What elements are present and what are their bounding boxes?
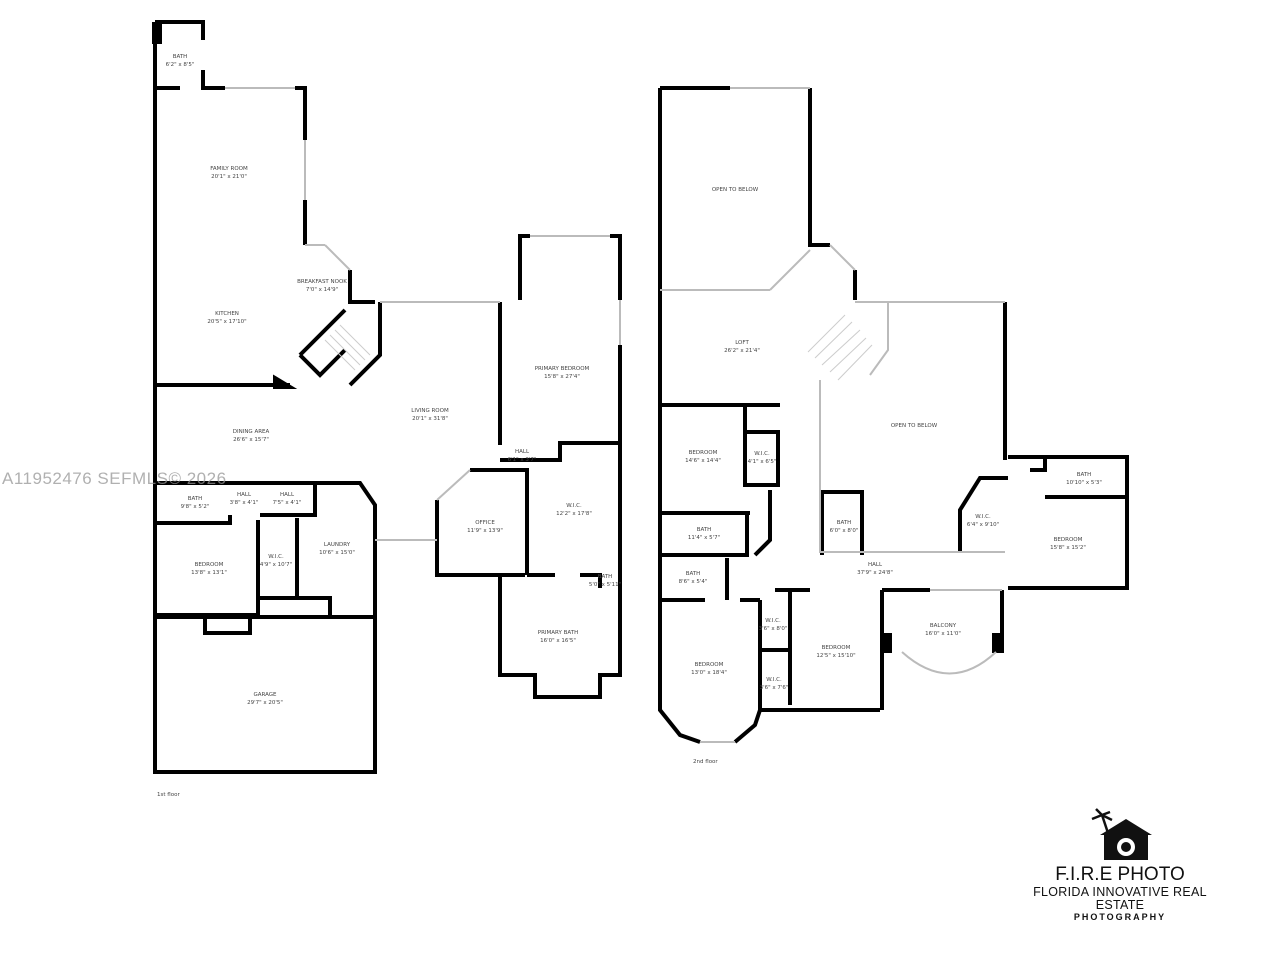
room-label: W.I.C.3'6" x 7'6" <box>759 677 789 691</box>
logo-tagline: PHOTOGRAPHY <box>1073 912 1167 922</box>
fire-photo-logo: F.I.R.E PHOTO FLORIDA INNOVATIVE REAL ES… <box>1010 862 1230 922</box>
first-floor-walls <box>152 20 622 774</box>
room-label: OPEN TO BELOW <box>711 187 759 193</box>
room-label: W.I.C.6'4" x 9'10" <box>966 514 1000 528</box>
room-label: W.I.C.4'1" x 6'5" <box>747 451 777 465</box>
mls-watermark: A11952476 SEFMLS© 2026 <box>2 469 227 488</box>
room-label: OPEN TO BELOW <box>890 423 938 429</box>
room-label: W.I.C.4'9" x 10'7" <box>259 554 293 568</box>
floor-label-second: 2nd floor <box>693 759 718 765</box>
floor-label-first: 1st floor <box>157 792 180 798</box>
room-label: W.I.C.3'6" x 8'0" <box>758 618 788 632</box>
second-floor-walls <box>658 86 1129 744</box>
first-floor-windows <box>225 87 621 541</box>
camera-house-palm-icon <box>1091 808 1152 860</box>
second-floor-windows <box>660 87 1005 743</box>
stairs-second <box>807 314 873 381</box>
stairs-first <box>324 324 371 371</box>
logo-subtitle: FLORIDA INNOVATIVE REAL ESTATE <box>1033 885 1207 912</box>
logo-title: F.I.R.E PHOTO <box>1055 864 1185 885</box>
room-label: W.I.C.12'2" x 17'8" <box>556 503 592 517</box>
